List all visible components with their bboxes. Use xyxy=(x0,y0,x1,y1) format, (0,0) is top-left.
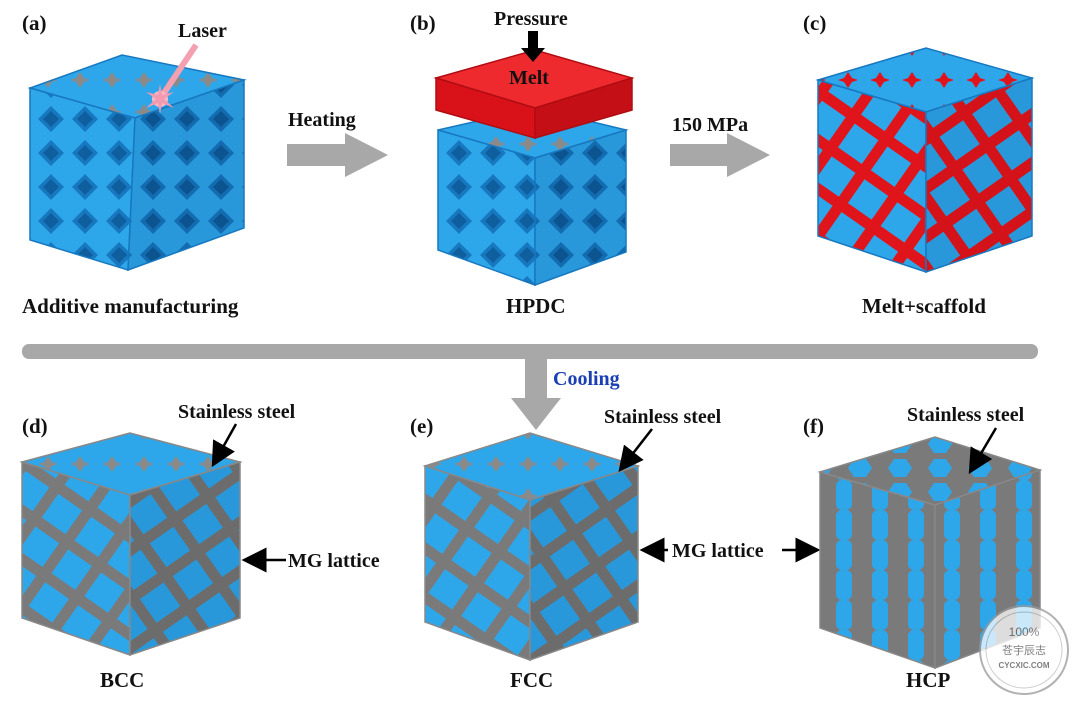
hpdc-scaffold-left xyxy=(437,129,536,287)
scaffold-cube xyxy=(27,54,247,272)
hcp-stainless-arrow xyxy=(968,427,998,475)
laser-beam-line xyxy=(159,43,199,98)
panel-e: (e) Stainless steel MG lattice FCC xyxy=(410,406,821,692)
panel-e-tag: (e) xyxy=(410,414,433,438)
panel-f-caption: HCP xyxy=(906,668,951,692)
bcc-stainless-label: Stainless steel xyxy=(178,401,296,423)
fcc-mg-label: MG lattice xyxy=(672,540,764,562)
cooling-step: Cooling xyxy=(22,344,1038,430)
scaffold-left-face xyxy=(29,87,136,272)
pressure-value-label: 150 MPa xyxy=(672,114,748,136)
panel-d-tag: (d) xyxy=(22,414,48,438)
laser-label: Laser xyxy=(178,20,227,42)
heating-arrow-icon xyxy=(287,133,388,177)
fcc-left-face xyxy=(424,464,531,662)
watermark-chinese: 苍宇辰志 xyxy=(1002,644,1046,657)
panel-d-caption: BCC xyxy=(100,668,144,692)
watermark-stamp: 100% 苍宇辰志 CYCXIC.COM xyxy=(979,605,1069,695)
watermark-percent: 100% xyxy=(1009,625,1040,639)
cooling-arrow-icon xyxy=(511,358,561,430)
panel-f-tag: (f) xyxy=(803,414,824,438)
melt-scaffold-left-face xyxy=(817,78,927,274)
cooling-bar xyxy=(22,344,1038,359)
pressure-arrow-icon xyxy=(521,31,545,62)
panel-b: (b) Pressure Melt HPDC xyxy=(410,8,635,318)
panel-b-caption: HPDC xyxy=(506,294,566,318)
panel-c-tag: (c) xyxy=(803,11,826,35)
fcc-stainless-arrow xyxy=(618,428,653,472)
watermark-site: CYCXIC.COM xyxy=(998,661,1049,670)
heating-step: Heating xyxy=(287,109,388,177)
pressure-step-arrow-icon xyxy=(670,133,770,177)
panel-a: (a) Laser Additive manufacturing xyxy=(22,11,247,318)
laser-spot-icon xyxy=(146,84,174,114)
panel-b-tag: (b) xyxy=(410,11,436,35)
hcp-stainless-label: Stainless steel xyxy=(907,404,1025,426)
hpdc-scaffold-right xyxy=(534,128,627,287)
hcp-left-face xyxy=(819,471,936,670)
bcc-stainless-arrow xyxy=(211,423,238,468)
cooling-label: Cooling xyxy=(553,368,620,390)
panel-c: (c) Melt+scaffold xyxy=(803,11,1035,318)
heating-label: Heating xyxy=(288,109,356,131)
panel-c-caption: Melt+scaffold xyxy=(862,294,986,318)
fcc-stainless-label: Stainless steel xyxy=(604,406,722,428)
pressure-label: Pressure xyxy=(494,8,568,30)
panel-f: (f) Stainless steel HCP xyxy=(803,404,1043,692)
fcc-right-face xyxy=(529,464,639,662)
laser-beam xyxy=(146,43,199,114)
panel-e-caption: FCC xyxy=(510,668,553,692)
bcc-left-face xyxy=(21,460,131,657)
melt-block-right xyxy=(534,76,633,139)
panel-a-tag: (a) xyxy=(22,11,47,35)
melt-scaffold-right-face xyxy=(925,76,1033,274)
scaffold-right-face xyxy=(127,78,245,272)
panel-d: (d) Stainless steel MG lattice BCC xyxy=(19,401,380,692)
bcc-right-face xyxy=(129,460,241,657)
panel-a-caption: Additive manufacturing xyxy=(22,294,239,318)
bcc-mg-label: MG lattice xyxy=(288,550,380,572)
pressure-step: 150 MPa xyxy=(670,114,770,177)
melt-label: Melt xyxy=(509,67,549,89)
